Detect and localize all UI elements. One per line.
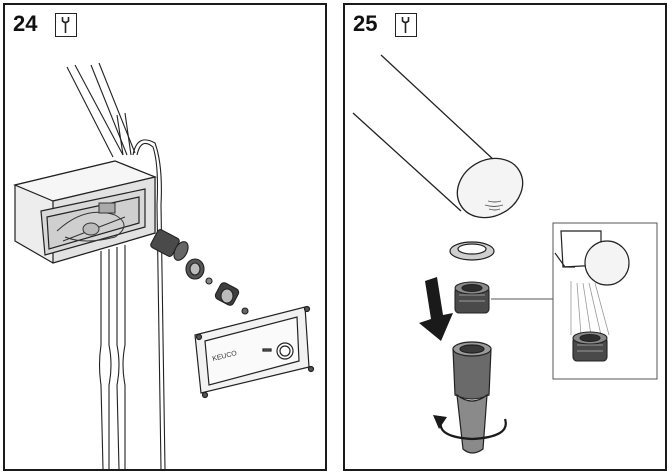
wrench-icon (55, 13, 77, 37)
step-24-panel: 24 (3, 3, 327, 471)
wrench-icon (395, 13, 417, 37)
step-number: 24 (13, 11, 38, 36)
step-25-panel: 25 (343, 3, 667, 471)
step-number: 25 (353, 11, 378, 36)
installation-illustration: KEUCO (13, 62, 315, 469)
aerator-illustration (351, 54, 658, 454)
